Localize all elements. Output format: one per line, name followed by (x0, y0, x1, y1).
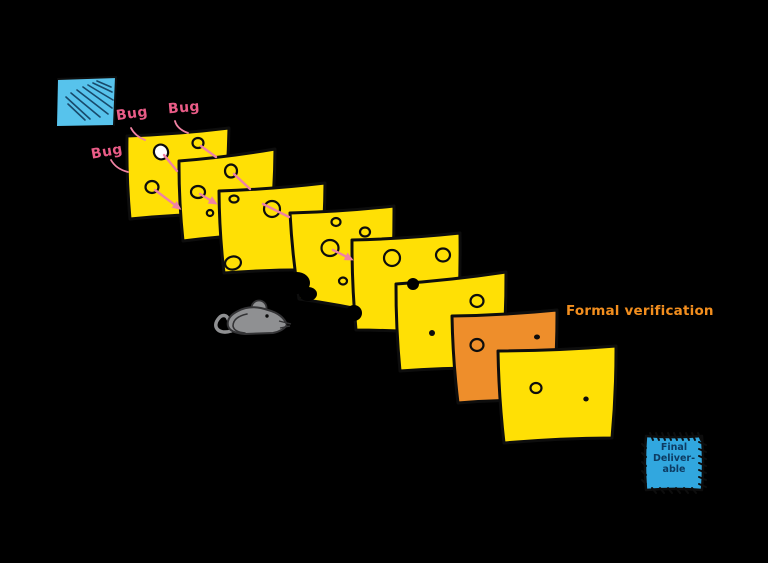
cheese-slice-8 (496, 344, 618, 445)
bite-notch (299, 287, 317, 301)
sketch-tick (698, 455, 707, 460)
mouse-eye (265, 314, 269, 318)
arrowhead-icon (207, 196, 218, 205)
sketch-tick (641, 470, 647, 476)
cheese-hole (223, 255, 243, 271)
sketch-tick (698, 448, 707, 453)
cheese-hole (529, 381, 543, 395)
sketch-tick (661, 432, 666, 441)
mouse-body (226, 306, 288, 335)
sketch-tick (675, 487, 681, 494)
sketch-tick (659, 487, 665, 494)
sketch-tick (698, 462, 707, 467)
sketch-tick (641, 452, 647, 458)
mouse-tail (214, 313, 233, 334)
cheese-hole (469, 337, 485, 353)
sketch-tick (641, 479, 647, 485)
spec-document (57, 76, 117, 126)
sketch-tick (697, 432, 702, 441)
cheese-hole (337, 276, 349, 286)
sketch-tick (651, 487, 657, 494)
sketch-tick (685, 432, 690, 441)
bug-arrow (232, 172, 252, 191)
bug-label-pointer (110, 159, 129, 173)
bug-arrow (199, 144, 218, 159)
mouse-figure (214, 299, 292, 335)
sketch-tick (641, 461, 647, 467)
cheese-hole (320, 238, 340, 258)
sketch-tick (691, 487, 697, 494)
bug-label-pointer (174, 120, 189, 134)
bug-label-pointer (130, 127, 146, 141)
sketch-tick (698, 476, 707, 481)
bite-notch (346, 305, 362, 321)
mouse-haunch (232, 313, 248, 334)
cheese-hole (434, 247, 452, 263)
sketch-tick (667, 432, 672, 441)
bug-arrows (110, 120, 354, 261)
sketch-tick (667, 487, 673, 494)
cheese-hole (583, 396, 589, 402)
sketch-tick (698, 441, 707, 446)
mouse-whisker (278, 320, 292, 325)
cheese-hole (205, 208, 215, 218)
bite-notch (407, 278, 419, 290)
arrowhead-icon (343, 252, 354, 261)
sketch-tick (698, 469, 707, 474)
sketch-tick (641, 443, 647, 449)
sketch-tick (655, 432, 660, 441)
sketch-tick (649, 432, 654, 441)
cheese-hole (534, 334, 540, 340)
cheese-hole (382, 248, 402, 268)
arrowhead-icon (171, 201, 182, 210)
sketch-tick (679, 432, 684, 441)
cheese-hole (358, 226, 372, 238)
bug-arrow (261, 202, 291, 219)
cheese-hole (228, 194, 240, 204)
cheese-hole (469, 293, 485, 309)
cheese-hole (330, 216, 342, 228)
final-deliverable-cube (641, 432, 707, 494)
sketch-tick (698, 483, 707, 488)
mouse-whisker (279, 325, 291, 329)
bug-arrow (162, 153, 179, 173)
sketch-tick (691, 432, 696, 441)
sketch-tick (673, 432, 678, 441)
cheese-hole (429, 330, 435, 336)
sketch-tick (683, 487, 689, 494)
